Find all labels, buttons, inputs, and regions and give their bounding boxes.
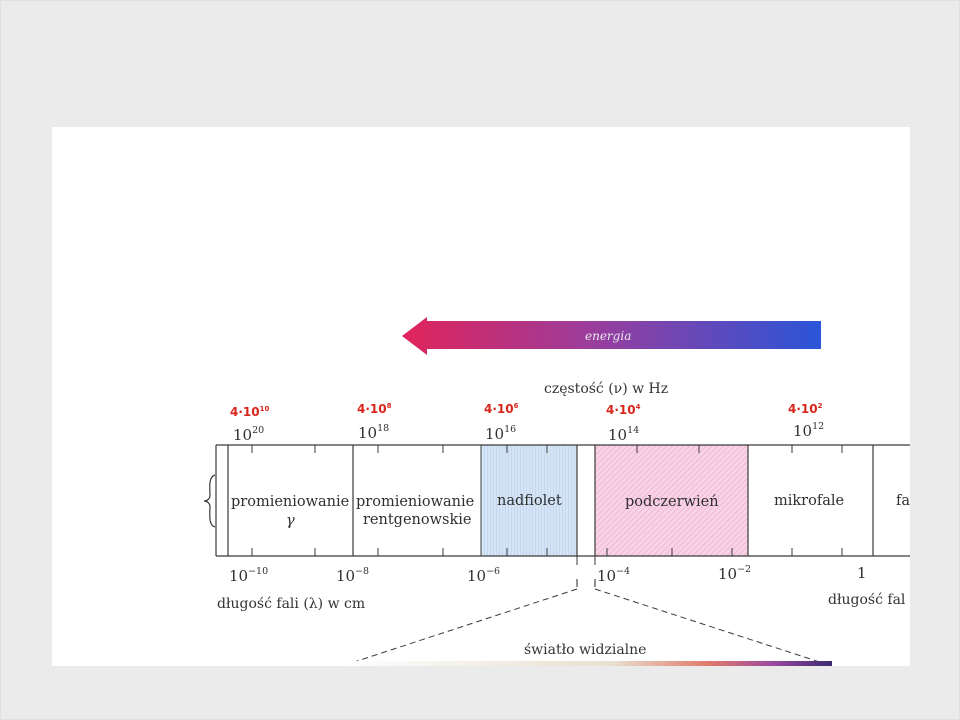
red-label-5: 4·102: [788, 402, 823, 416]
red-label-2: 4·108: [357, 402, 392, 416]
visible-spectrum-strip: [342, 661, 832, 666]
frequency-axis-title: częstość (ν) w Hz: [544, 381, 668, 397]
left-brace: [203, 474, 216, 528]
red-label-3: 4·106: [484, 402, 519, 416]
band-radio-partial: fa: [896, 493, 910, 509]
band-labels: promieniowanie γ promieniowanie rentgeno…: [231, 493, 910, 529]
wavelength-tick-5: 10−2: [718, 564, 751, 583]
ir-band-fill: [595, 445, 748, 556]
wavelength-axis-title-right: długość fal: [828, 592, 906, 608]
band-xray-line2: rentgenowskie: [363, 512, 471, 528]
band-ir: podczerwień: [625, 494, 719, 510]
red-label-1: 4·1010: [230, 405, 269, 419]
frequency-tick-1: 1020: [233, 425, 264, 444]
spectrum-box: [215, 444, 910, 557]
frequency-tick-4: 1014: [608, 425, 639, 444]
frequency-tick-3: 1016: [485, 424, 516, 443]
wavelength-axis-title-left: długość fali (λ) w cm: [217, 596, 365, 612]
wavelength-ticks: 10−10 10−8 10−6 10−4 10−2 1: [229, 564, 867, 585]
energy-arrow-shape: [402, 317, 821, 355]
wavelength-tick-2: 10−8: [336, 566, 369, 585]
wavelength-tick-3: 10−6: [467, 566, 500, 585]
uv-band-fill: [481, 445, 577, 556]
energy-label: energia: [585, 329, 631, 343]
band-xray-line1: promieniowanie: [356, 494, 474, 510]
visible-light-label: światło widzialne: [524, 642, 646, 658]
frequency-ticks: 1020 1018 1016 1014 1012: [233, 421, 824, 444]
wavelength-tick-6: 1: [857, 564, 867, 582]
spectrum-diagram-svg: energia częstość (ν) w Hz 4·1010 4·108 4…: [203, 317, 910, 666]
visible-bracket: [341, 556, 833, 666]
energy-arrow: energia: [402, 317, 821, 355]
spectrum-figure: energia częstość (ν) w Hz 4·1010 4·108 4…: [52, 127, 910, 666]
wavelength-tick-4: 10−4: [597, 566, 630, 585]
red-label-4: 4·104: [606, 403, 641, 417]
band-gamma-line1: promieniowanie: [231, 494, 349, 510]
frequency-tick-5: 1012: [793, 421, 824, 440]
wavelength-tick-1: 10−10: [229, 566, 268, 585]
band-microwave: mikrofale: [774, 493, 844, 509]
band-uv: nadfiolet: [497, 493, 562, 509]
red-labels: 4·1010 4·108 4·106 4·104 4·102: [230, 402, 823, 419]
frequency-tick-2: 1018: [358, 423, 389, 442]
band-gamma-line2: γ: [286, 513, 295, 529]
